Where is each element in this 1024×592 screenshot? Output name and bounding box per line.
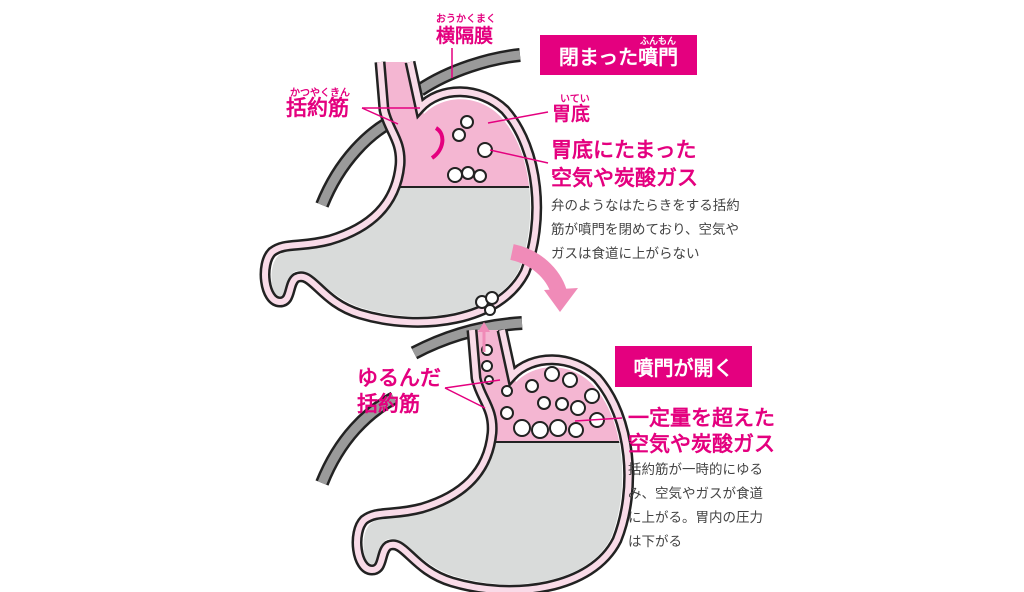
title-ruby: ふんもん xyxy=(640,37,677,47)
closed-cardia-title: 閉まった噴門 xyxy=(540,35,697,75)
desc-line: は下がる xyxy=(628,534,682,550)
desc-line: ガスは食道に上がらない xyxy=(551,246,700,262)
fundus-gas-label-2: 空気や炭酸ガス xyxy=(551,166,698,190)
leader-lines xyxy=(361,48,549,164)
up-arrow-icon xyxy=(478,322,490,332)
escaping-gas xyxy=(475,291,499,316)
desc-line: 弁のようなはたらきをする括約 xyxy=(551,198,740,214)
top-description: 弁のようなはたらきをする括約 筋が噴門を閉めており、空気や ガスは食道に上がらな… xyxy=(551,194,740,266)
open-cardia-title: 噴門が開く xyxy=(615,346,752,387)
sphincter-label: 括約筋 xyxy=(286,96,349,120)
fundus-label: 胃底 xyxy=(552,103,591,125)
desc-line: 括約筋が一時的にゆる xyxy=(628,462,763,478)
gas-bubbles xyxy=(447,115,493,183)
fundus-ruby: いてい xyxy=(560,94,590,105)
excess-gas-label-1: 一定量を超えた xyxy=(628,406,775,430)
title-text: 閉まった噴門 xyxy=(558,44,679,69)
swirl-arrow-icon xyxy=(430,126,445,160)
desc-line: み、空気やガスが食道 xyxy=(628,486,763,502)
relaxed-label-1: ゆるんだ xyxy=(357,366,441,390)
desc-line: 筋が噴門を閉めており、空気や xyxy=(551,222,740,238)
bottom-description: 括約筋が一時的にゆる み、空気やガスが食道 に上がる。胃内の圧力 は下がる xyxy=(628,458,763,554)
desc-line: に上がる。胃内の圧力 xyxy=(628,510,763,526)
excess-gas-label-2: 空気や炭酸ガス xyxy=(628,432,775,456)
diaphragm-ruby: おうかくまく xyxy=(436,14,496,25)
diaphragm-label: 横隔膜 xyxy=(436,25,494,47)
sphincter-ruby: かつやくきん xyxy=(290,88,350,99)
fundus-gas-label-1: 胃底にたまった xyxy=(551,138,697,162)
title-text: 噴門が開く xyxy=(633,356,734,380)
relaxed-label-2: 括約筋 xyxy=(357,392,420,416)
